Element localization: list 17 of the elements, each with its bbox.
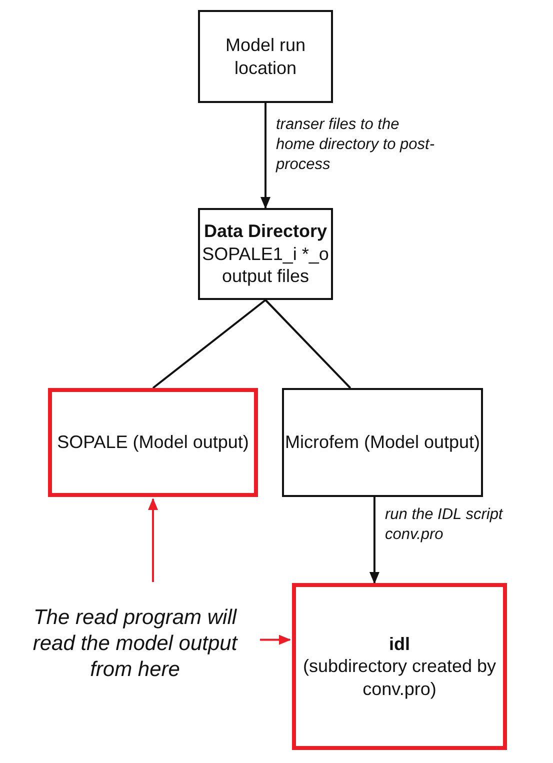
box-text: Model run location	[224, 34, 307, 79]
box-text: SOPALE1_i *_o output files	[201, 242, 330, 288]
arrow	[260, 103, 270, 209]
process-box	[198, 208, 333, 300]
arrow	[369, 497, 380, 584]
box-text: idl	[389, 632, 410, 656]
process-box	[48, 388, 258, 497]
arrow	[148, 498, 158, 582]
process-box	[282, 388, 483, 497]
box-text: (subdirectory created by conv.pro)	[302, 655, 498, 700]
box-text: Microfem (Model output)	[284, 431, 480, 454]
process-box	[198, 10, 333, 103]
box-text: Data Directory	[204, 220, 328, 243]
box-text: SOPALE (Model output)	[57, 431, 249, 454]
edge-label: transer files to the home directory to post-process	[276, 115, 436, 176]
process-box	[292, 583, 507, 750]
arrow	[258, 634, 291, 645]
